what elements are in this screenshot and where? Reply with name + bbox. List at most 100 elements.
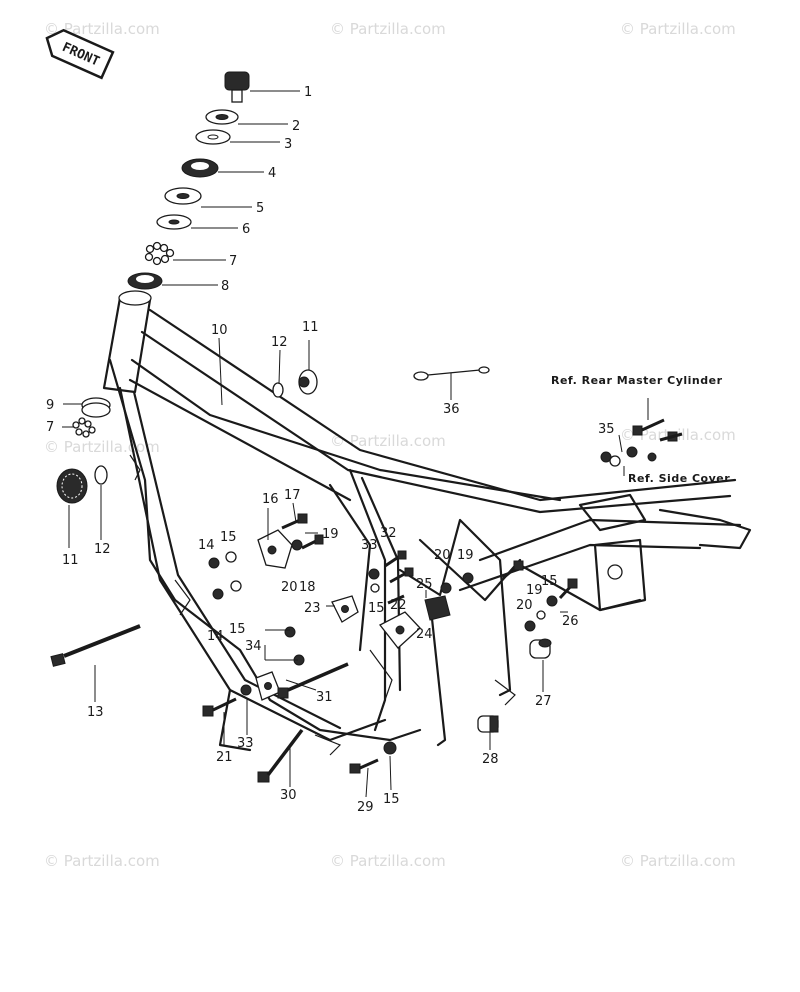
ref-side-cover: Ref. Side Cover: [628, 472, 730, 485]
reflector-icon: [56, 468, 88, 504]
engine-mount-plate-icon: [379, 611, 421, 649]
nut-icon: [240, 684, 252, 696]
nut-icon: [536, 610, 546, 620]
watermark: © Partzilla.com: [620, 852, 736, 870]
callout-11: 11: [302, 320, 319, 335]
callout-13: 13: [87, 705, 104, 720]
callout-14: 14: [207, 629, 224, 644]
callout-17: 17: [284, 488, 301, 503]
washer-icon: [195, 129, 231, 145]
nut-icon: [600, 451, 612, 463]
watermark: © Partzilla.com: [330, 20, 446, 38]
bolt-icon: [349, 758, 379, 774]
bolt-icon: [389, 567, 414, 584]
bolt-icon: [301, 534, 324, 550]
bolt-icon: [387, 594, 405, 605]
callout-22: 22: [390, 598, 407, 613]
callout-33: 33: [361, 538, 378, 553]
callout-11: 11: [62, 553, 79, 568]
motorcycle-frame: [102, 290, 752, 756]
callout-25: 25: [416, 577, 433, 592]
callout-33: 33: [237, 736, 254, 751]
nut-icon: [225, 551, 237, 563]
washer-icon: [94, 465, 108, 485]
callout-26: 26: [562, 614, 579, 629]
cone-race-icon: [164, 187, 202, 205]
callout-20: 20: [516, 598, 533, 613]
nut-icon: [368, 568, 380, 580]
callout-7: 7: [46, 420, 54, 435]
callout-5: 5: [256, 201, 264, 216]
long-bolt-icon: [50, 624, 141, 667]
watermark: © Partzilla.com: [44, 438, 160, 456]
callout-23: 23: [304, 601, 321, 616]
callout-15: 15: [229, 622, 246, 637]
callout-31: 31: [316, 690, 333, 705]
callout-9: 9: [46, 398, 54, 413]
callout-7: 7: [229, 254, 237, 269]
bearing-race-icon: [181, 158, 219, 178]
callout-15: 15: [220, 530, 237, 545]
callout-20: 20: [434, 548, 451, 563]
grommet-icon: [298, 369, 318, 395]
nut-icon: [546, 595, 558, 607]
callout-1: 1: [304, 85, 312, 100]
ball-race-icon: [127, 272, 163, 290]
nut-icon: [440, 582, 452, 594]
callout-12: 12: [94, 542, 111, 557]
reference-notes: Ref. Rear Master Cylinder Ref. Side Cove…: [551, 374, 730, 485]
steering-stem-parts: [127, 71, 250, 290]
callout-19: 19: [322, 527, 339, 542]
nut-icon: [647, 452, 657, 462]
callout-15: 15: [368, 601, 385, 616]
callout-10: 10: [211, 323, 228, 338]
watermark-layer: © Partzilla.com © Partzilla.com © Partzi…: [44, 20, 736, 870]
watermark: © Partzilla.com: [44, 852, 160, 870]
callout-20: 20: [281, 580, 298, 595]
callout-19: 19: [526, 583, 543, 598]
callout-4: 4: [268, 166, 276, 181]
loose-parts: [50, 366, 683, 783]
watermark: © Partzilla.com: [620, 20, 736, 38]
bolt-icon: [558, 578, 578, 600]
callout-15: 15: [383, 792, 400, 807]
callout-28: 28: [482, 752, 499, 767]
watermark: © Partzilla.com: [330, 432, 446, 450]
dust-seal-icon: [156, 214, 192, 230]
steel-balls-icon: [72, 417, 96, 438]
callout-24: 24: [416, 627, 433, 642]
mount-rubber-icon: [81, 397, 111, 418]
callout-16: 16: [262, 492, 279, 507]
callout-29: 29: [357, 800, 374, 815]
cap-nut-icon: [477, 715, 499, 733]
nut-icon: [230, 580, 242, 592]
bracket-icon: [424, 595, 451, 621]
engine-mount-plate-icon: [331, 595, 359, 623]
bolt-icon: [502, 560, 524, 580]
nut-icon: [609, 455, 621, 467]
engine-mount-plate-icon: [257, 529, 293, 569]
callout-34: 34: [245, 639, 262, 654]
callout-27: 27: [535, 694, 552, 709]
callout-14: 14: [198, 538, 215, 553]
washer-icon: [272, 382, 284, 398]
nut-icon: [291, 539, 303, 551]
callout-35: 35: [598, 422, 615, 437]
nut-icon: [524, 620, 536, 632]
bolt-icon: [202, 697, 237, 717]
callout-15: 15: [541, 574, 558, 589]
callout-30: 30: [280, 788, 297, 803]
stem-nut-icon: [224, 71, 250, 103]
bolt-icon: [281, 513, 308, 530]
callout-8: 8: [221, 279, 229, 294]
nut-icon: [626, 446, 638, 458]
leader-lines: [62, 90, 649, 798]
bolt-icon: [632, 418, 665, 436]
nut-icon: [370, 583, 380, 593]
collar-icon: [529, 638, 552, 659]
nut-icon: [383, 741, 397, 755]
callout-12: 12: [271, 335, 288, 350]
callout-numbers: 1 2 3 4 5 6 7 8 10 12 11 9 7 36 11 12 16…: [46, 85, 615, 815]
bolt-icon: [659, 431, 683, 442]
nut-icon: [462, 572, 474, 584]
